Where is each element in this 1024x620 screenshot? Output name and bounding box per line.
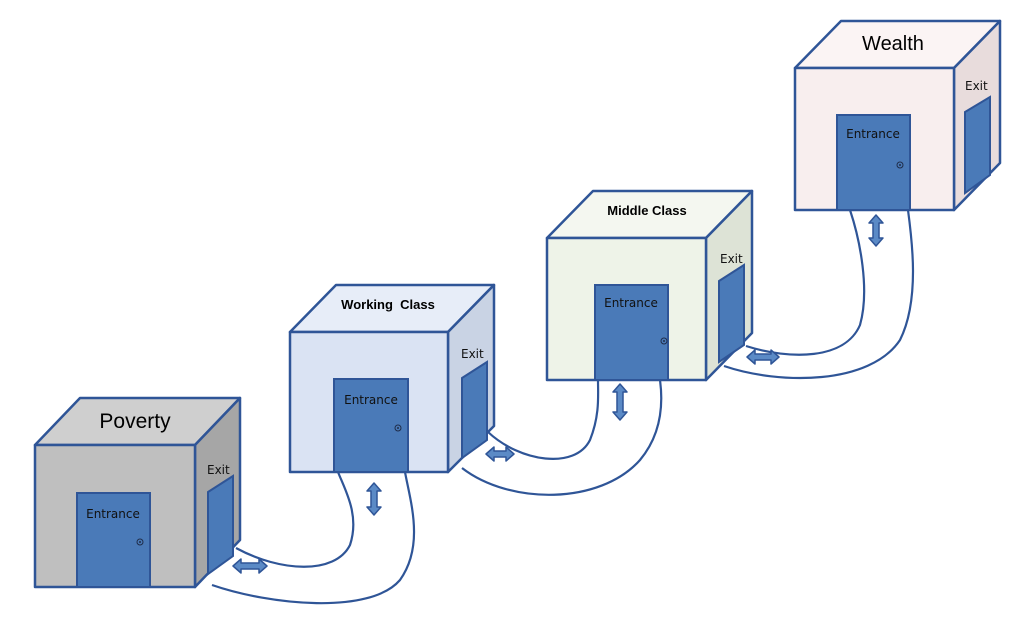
box-middle-entrance-door[interactable]: [594, 284, 669, 381]
box-poverty-exit-door[interactable]: [207, 474, 234, 576]
box-poverty-exit-label: Exit: [207, 463, 230, 477]
box-working-entrance-label: Entrance: [344, 393, 398, 407]
path-middle-to-wealth-inner: [745, 209, 866, 356]
box-poverty: Poverty Entrance Exit: [33, 396, 242, 589]
box-working-title: Working Class: [341, 297, 435, 312]
box-middle-exit-label: Exit: [720, 252, 743, 266]
connecting-paths: [211, 209, 915, 605]
arrow-horizontal-middle-exit: [746, 349, 780, 365]
arrow-vertical-middle-entrance: [612, 383, 628, 421]
path-middle-to-wealth-outer: [723, 209, 915, 380]
path-poverty-to-working-outer: [211, 471, 416, 605]
box-poverty-door-knob: [136, 538, 144, 546]
box-wealth-exit-door[interactable]: [964, 95, 991, 195]
box-working-door-knob: [394, 424, 402, 432]
box-middle-door-knob: [660, 337, 668, 345]
arrow-horizontal-poverty-exit: [232, 558, 268, 574]
path-working-to-middle-inner: [487, 379, 600, 460]
box-poverty-entrance-label: Entrance: [86, 507, 140, 521]
box-poverty-door-knob-dot: [139, 541, 141, 543]
box-middle-title: Middle Class: [607, 203, 686, 218]
box-middle-door-knob-dot: [663, 340, 665, 342]
box-working-door-knob-dot: [397, 427, 399, 429]
arrow-horizontal-working-exit: [485, 446, 515, 462]
box-wealth-door-knob-dot: [899, 164, 901, 166]
arrow-vertical-working-entrance: [366, 482, 382, 516]
mobility-arrows: [232, 214, 884, 574]
path-working-to-middle-outer: [461, 379, 663, 496]
box-working-exit-label: Exit: [461, 347, 484, 361]
arrow-vertical-wealth-entrance: [868, 214, 884, 247]
box-wealth: Wealth Entrance Exit: [793, 19, 1002, 212]
box-poverty-title: Poverty: [99, 410, 171, 433]
box-working-class: Working Class Entrance Exit: [288, 283, 496, 474]
box-wealth-title: Wealth: [862, 33, 924, 55]
box-middle-entrance-label: Entrance: [604, 296, 658, 310]
box-middle-exit-door[interactable]: [718, 263, 745, 364]
box-middle-class: Middle Class Entrance Exit: [545, 189, 754, 382]
path-poverty-to-working-inner: [235, 471, 355, 568]
box-wealth-exit-label: Exit: [965, 79, 988, 93]
box-wealth-entrance-label: Entrance: [846, 127, 900, 141]
box-working-exit-door[interactable]: [461, 360, 488, 460]
box-wealth-door-knob: [896, 161, 904, 169]
